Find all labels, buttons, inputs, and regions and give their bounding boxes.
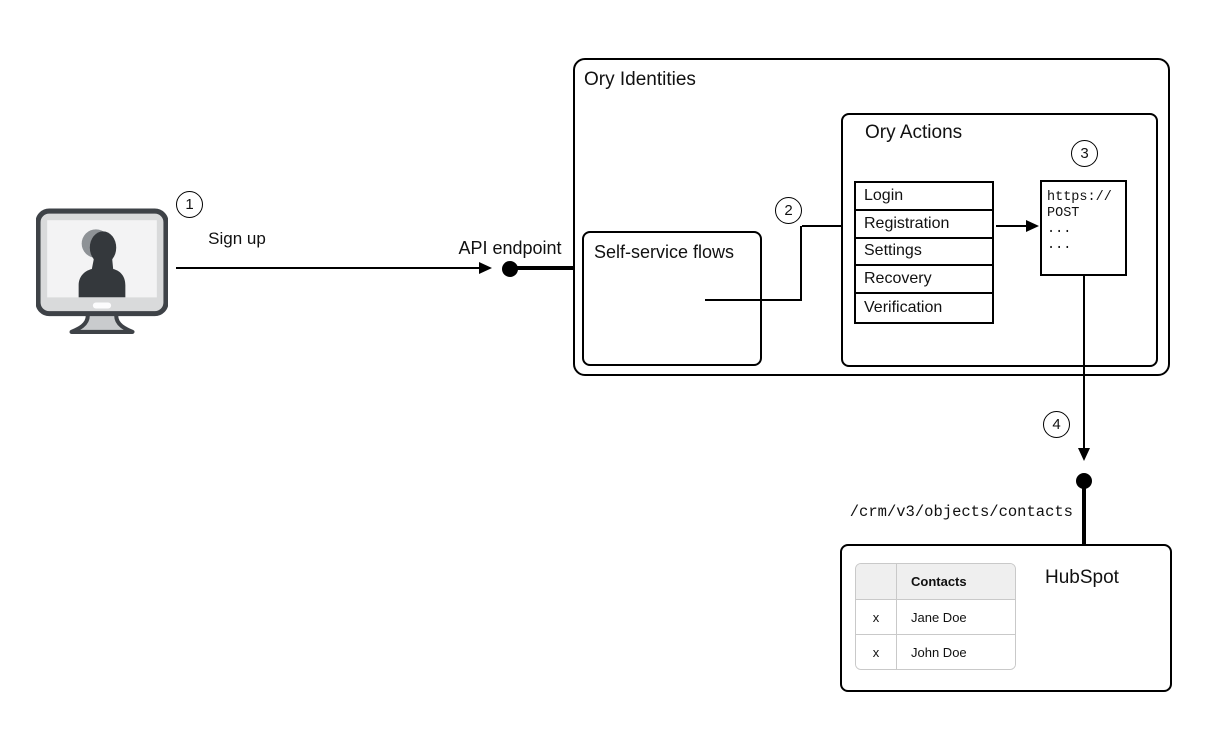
api-endpoint-node — [502, 261, 518, 277]
flows-table: Login Registration Settings Recovery Ver… — [854, 181, 994, 324]
contacts-row-2: x John Doe — [856, 634, 1015, 669]
contact-2-name: John Doe — [911, 644, 967, 660]
flow-connector-h2 — [802, 225, 842, 227]
signup-arrow-line — [176, 267, 480, 269]
step-4-badge: 4 — [1043, 411, 1070, 438]
contacts-row-1: x Jane Doe — [856, 599, 1015, 634]
contact-1-mark: x — [856, 600, 897, 634]
step-1-badge: 1 — [176, 191, 203, 218]
flow-row-registration: Registration — [856, 210, 992, 239]
api-endpoint-connector — [517, 266, 574, 270]
signup-arrowhead — [479, 262, 492, 274]
api-endpoint-label: API endpoint — [458, 238, 562, 258]
webhook-code-box: https:// POST ... ... — [1040, 180, 1127, 276]
webhook-arrowhead — [1026, 220, 1039, 232]
user-workstation-icon — [36, 208, 168, 334]
step-3-badge: 3 — [1071, 140, 1098, 167]
step-2-badge: 2 — [775, 197, 802, 224]
sign-up-label: Sign up — [208, 229, 266, 248]
ory-identities-title: Ory Identities — [584, 69, 696, 90]
hubspot-title: HubSpot — [1045, 567, 1119, 588]
contact-1-name: Jane Doe — [911, 609, 967, 625]
contact-2-mark: x — [856, 635, 897, 669]
hubspot-endpoint-node — [1076, 473, 1092, 489]
hubspot-arrow-line — [1083, 276, 1085, 448]
code-line-ellipsis-1: ... — [1047, 222, 1072, 237]
self-service-flows-box — [582, 231, 762, 366]
hubspot-path-label: /crm/v3/objects/contacts — [849, 503, 1073, 521]
flow-row-recovery: Recovery — [856, 266, 992, 295]
self-service-flows-title: Self-service flows — [594, 242, 735, 262]
contacts-header-label: Contacts — [911, 574, 967, 589]
webhook-arrow-line — [996, 225, 1026, 227]
hubspot-endpoint-connector — [1082, 488, 1086, 544]
flow-connector-v — [800, 226, 802, 301]
hubspot-arrowhead — [1078, 448, 1090, 461]
flow-row-verification: Verification — [856, 294, 992, 322]
flow-row-login: Login — [856, 183, 992, 211]
code-line-method: POST — [1047, 206, 1080, 221]
code-line-url: https:// — [1047, 190, 1112, 205]
code-line-ellipsis-2: ... — [1047, 238, 1072, 253]
contacts-table-header: Contacts — [856, 564, 1015, 599]
flow-row-settings: Settings — [856, 238, 992, 267]
flow-connector-h1 — [705, 299, 802, 301]
contacts-table: Contacts x Jane Doe x John Doe — [855, 563, 1016, 670]
ory-actions-title: Ory Actions — [865, 122, 963, 143]
contacts-header-mark-cell — [856, 564, 897, 599]
